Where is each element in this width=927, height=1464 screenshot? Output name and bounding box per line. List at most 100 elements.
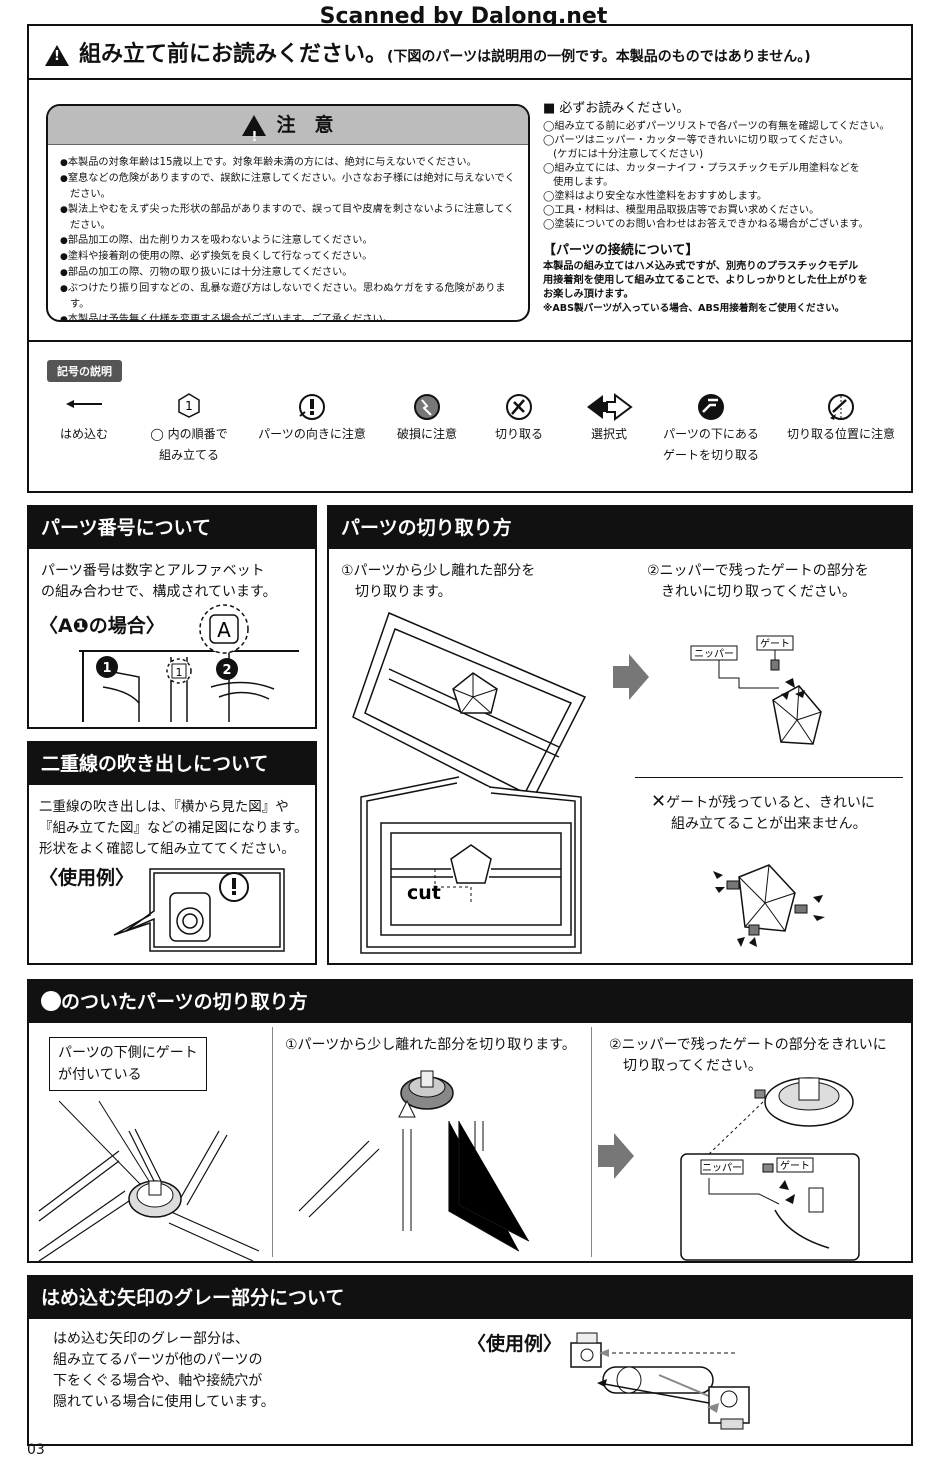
page-header: 組み立て前にお読みください。(下図のパーツは説明用の一例です。本製品のものではあ… xyxy=(27,24,913,80)
under-gate-step2: ②ニッパーで残ったゲートの部分をきれいに 切り取ってください。 xyxy=(609,1035,887,1077)
symbol-under-gate: パーツの下にある ゲートを切り取る xyxy=(651,392,771,466)
under-gate-cut-diagram xyxy=(298,1070,530,1252)
symbol-label: 破損に注意 xyxy=(396,427,457,441)
under-gate-nipper-diagram: ニッパー ゲート xyxy=(680,1077,860,1261)
gray-arrow-diagram xyxy=(570,1332,750,1430)
runner-cut-diagram: cut xyxy=(352,611,587,954)
breakage-icon xyxy=(387,392,467,424)
under-gate-icon xyxy=(41,990,61,1011)
caution-box: 注 意 本製品の対象年齢は15歳以上です。対象年齢未満の方には、絶対に与えないで… xyxy=(46,104,530,322)
abs-note: ※ABS製パーツが入っている場合、ABS用接着剤をご使用ください。 xyxy=(543,303,845,314)
part-number-line: パーツ番号は数字とアルファベット xyxy=(41,563,265,579)
nipper-label: ニッパー xyxy=(694,648,734,660)
under-gate-icon xyxy=(651,392,771,424)
caution-item: 部品の加工の際、刃物の取り扱いには十分注意してください。 xyxy=(60,265,518,281)
ng-line-2: 組み立てることが出来ません。 xyxy=(671,816,867,832)
symbol-order: 1 ◯ 内の順番で 組み立てる xyxy=(139,392,239,466)
cutting-step2-line: きれいに切り取ってください。 xyxy=(647,584,856,600)
page-number: 03 xyxy=(27,1442,45,1458)
double-line-title: 二重線の吹き出しについて xyxy=(29,743,315,785)
symbol-cut-position: 切り取る位置に注意 xyxy=(781,392,901,445)
connection-line: 用接着剤を使用して組み立てることで、よりしっかりとした仕上がりを xyxy=(543,275,868,286)
cutting-title: パーツの切り取り方 xyxy=(329,507,911,549)
next-step-arrow-icon xyxy=(613,654,649,700)
symbol-legend-tag: 記号の説明 xyxy=(47,360,122,382)
symbol-label: 選択式 xyxy=(590,427,627,441)
must-read-item: ◯工具・材料は、模型用品取扱店等でお買い求めください。 xyxy=(543,205,820,216)
cutting-step1: ①パーツから少し離れた部分を 切り取ります。 xyxy=(341,561,535,603)
number-badge-icon: 1 xyxy=(139,392,239,424)
symbol-label: 組み立てる xyxy=(158,448,219,462)
must-read-item: ◯組み立てる前に必ずパーツリストで各パーツの有無を確認してください。 xyxy=(543,121,890,132)
bubble-line: が付いている xyxy=(58,1067,142,1083)
gate-label: ゲート xyxy=(780,1160,810,1172)
part-label-2: 2 xyxy=(222,663,231,678)
double-line-text: 二重線の吹き出しは、『横から見た図』や 『組み立てた図』などの補足図になります。… xyxy=(39,797,308,860)
caution-item: 窒息などの危険がありますので、誤飲に注意してください。小さなお子様には絶対に与え… xyxy=(60,171,518,202)
leftover-gate-diagram xyxy=(713,864,825,947)
under-gate-step1: ①パーツから少し離れた部分を切り取ります。 xyxy=(285,1037,576,1053)
gate-label: ゲート xyxy=(760,638,790,650)
cutting-step2: ②ニッパーで残ったゲートの部分を きれいに切り取ってください。 xyxy=(647,561,869,603)
part-label-a: A xyxy=(217,618,231,642)
ng-line: ✕ゲートが残っていると、きれいに xyxy=(651,791,875,814)
cutting-panel: パーツの切り取り方 ①パーツから少し離れた部分を 切り取ります。 ②ニッパーで残… xyxy=(327,505,913,965)
caution-heading: 注 意 xyxy=(48,106,528,157)
must-read-item: ◯塗装についてのお問い合わせはお答えできかねる場合がございます。 xyxy=(543,219,869,230)
double-line-line: 二重線の吹き出しは、『横から見た図』や xyxy=(39,799,289,815)
part-number-panel: パーツ番号について パーツ番号は数字とアルファベット の組み合わせで、構成されて… xyxy=(27,505,317,729)
caution-item: 本製品は予告無く仕様を変更する場合がございます。ご了承ください。 xyxy=(60,312,518,320)
nipper-label: ニッパー xyxy=(702,1162,742,1174)
symbol-label: 切り取る位置に注意 xyxy=(786,427,895,441)
header-title: 組み立て前にお読みください。 xyxy=(79,42,388,67)
symbol-choice: 選択式 xyxy=(574,392,644,445)
gray-arrow-line: 下をくぐる場合や、軸や接続穴が xyxy=(53,1373,263,1389)
ng-text: ✕ゲートが残っていると、きれいに 組み立てることが出来ません。 xyxy=(651,791,875,835)
connection-line: お楽しみ頂けます。 xyxy=(543,289,634,300)
gray-arrow-text: はめ込む矢印のグレー部分は、 組み立てるパーツが他のパーツの 下をくぐる場合や、… xyxy=(53,1329,275,1413)
caution-list: 本製品の対象年齢は15歳以上です。対象年齢未満の方には、絶対に与えないでください… xyxy=(48,145,528,320)
part-number-title: パーツ番号について xyxy=(29,507,315,549)
symbol-label: 切り取る xyxy=(494,427,543,441)
caution-item: 塗料や接着剤の使用の際、必ず換気を良くして行なってください。 xyxy=(60,249,518,265)
must-read-item: ◯パーツはニッパー・カッター等できれいに切り取ってください。 xyxy=(543,135,849,146)
gray-arrow-panel: はめ込む矢印のグレー部分について はめ込む矢印のグレー部分は、 組み立てるパーツ… xyxy=(27,1275,913,1446)
nipper-gate-diagram: ニッパー ゲート xyxy=(690,635,822,745)
symbol-insert: はめ込む xyxy=(49,392,119,445)
warning-icon xyxy=(45,44,69,66)
caution-item: 本製品の対象年齢は15歳以上です。対象年齢未満の方には、絶対に与えないでください… xyxy=(60,155,518,171)
must-read-item: ◯組み立てには、カッターナイフ・プラスチックモデル用塗料などを xyxy=(543,163,860,174)
symbol-label: パーツの向きに注意 xyxy=(258,427,366,441)
caution-item: ぶつけたり振り回すなどの、乱暴な遊び方はしないでください。思わぬケガをする危険が… xyxy=(60,281,518,312)
header-title-row: 組み立て前にお読みください。(下図のパーツは説明用の一例です。本製品のものではあ… xyxy=(45,36,811,68)
under-gate-bubble: パーツの下側にゲート が付いている xyxy=(49,1037,207,1091)
double-line-panel: 二重線の吹き出しについて 二重線の吹き出しは、『横から見た図』や 『組み立てた図… xyxy=(27,741,317,965)
part-number-line: の組み合わせで、構成されています。 xyxy=(41,584,277,600)
caution-item: 部品加工の際、出た削りカスを吸わないように注意してください。 xyxy=(60,233,518,249)
divider xyxy=(272,1027,273,1257)
cutting-step2-line: ②ニッパーで残ったゲートの部分を xyxy=(647,563,869,579)
connection-line: 本製品の組み立てはハメ込み式ですが、別売りのプラスチックモデル xyxy=(543,261,859,272)
double-line-example: 〈使用例〉 xyxy=(39,867,135,889)
badge-number: 1 xyxy=(185,399,193,413)
symbol-label: ◯ 内の順番で xyxy=(150,427,228,441)
symbol-label: ゲートを切り取る xyxy=(662,448,759,462)
connection-title: 【パーツの接続について】 xyxy=(543,243,699,258)
bubble-line: パーツの下側にゲート xyxy=(58,1045,198,1061)
part-number-text: パーツ番号は数字とアルファベット の組み合わせで、構成されています。 xyxy=(41,561,277,603)
under-gate-runner-diagram xyxy=(38,1100,260,1262)
double-line-bubble xyxy=(113,868,285,952)
under-gate-title: のついたパーツの切り取り方 xyxy=(61,991,308,1013)
cut-position-icon xyxy=(781,392,901,424)
symbol-label: はめ込む xyxy=(59,427,108,441)
gray-arrow-line: はめ込む矢印のグレー部分は、 xyxy=(53,1331,249,1347)
caution-title: 注 意 xyxy=(276,114,334,136)
part-label-1: 1 xyxy=(102,661,111,676)
must-read-item: ◯塗料はより安全な水性塗料をおすすめします。 xyxy=(543,191,768,202)
must-read-notes: ■ 必ずお読みください。 ◯組み立てる前に必ずパーツリストで各パーツの有無を確認… xyxy=(543,102,903,316)
gray-arrow-line: 隠れている場合に使用しています。 xyxy=(53,1394,275,1410)
header-subtitle: (下図のパーツは説明用の一例です。本製品のものではありません。) xyxy=(387,49,811,65)
under-gate-step2-line: 切り取ってください。 xyxy=(609,1058,762,1074)
ng-divider xyxy=(635,777,903,778)
part-label-boxed: 1 xyxy=(176,666,183,679)
